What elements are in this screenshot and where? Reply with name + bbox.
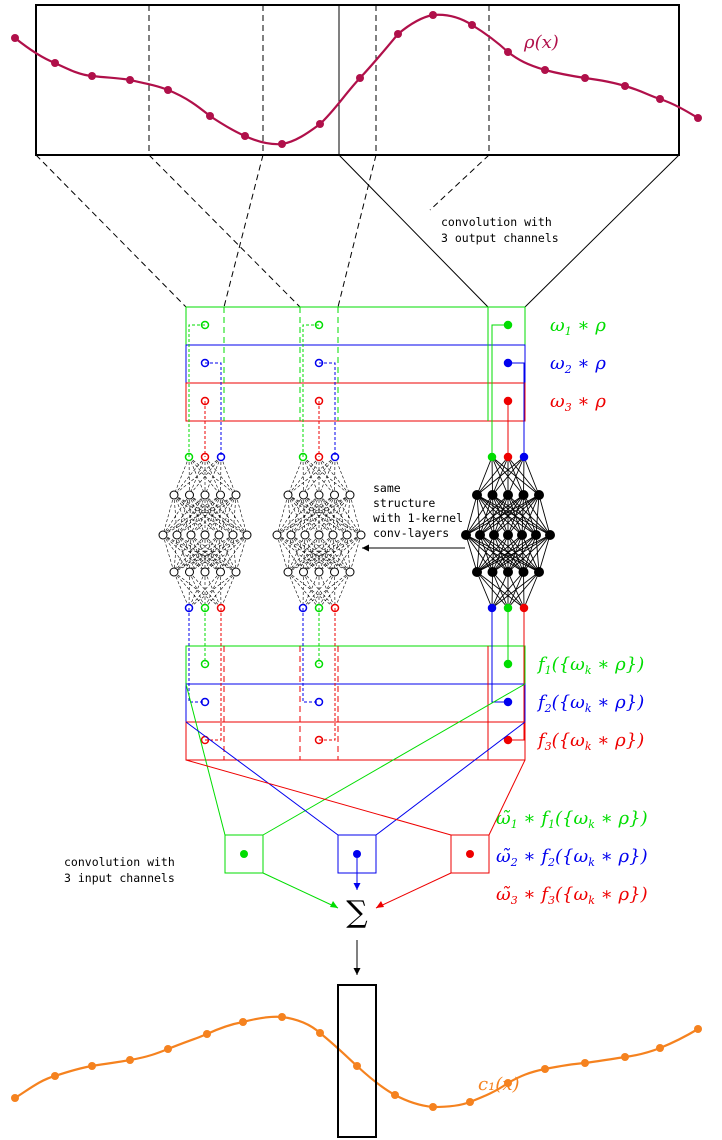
- feature-label-1: f1({ωk ∗ ρ}): [536, 654, 644, 677]
- projection-lines: [35, 154, 680, 308]
- shared-note-line-4: conv-layers: [373, 526, 449, 540]
- feature-labels: f1({ωk ∗ ρ}) f2({ωk ∗ ρ}) f3({ωk ∗ ρ}): [536, 654, 644, 753]
- output-samples: [11, 1013, 702, 1111]
- input-panel: ρ(x): [11, 4, 702, 156]
- shared-note-line-2: structure: [373, 496, 435, 510]
- output-kernels: [224, 834, 490, 874]
- fan-in-lines: [185, 683, 526, 836]
- out-label-2: ω̃2 ∗ f2({ωk ∗ ρ}): [496, 846, 648, 869]
- conv-out-note-line-2: 3 output channels: [441, 231, 559, 245]
- input-channel-stack: [185, 306, 526, 422]
- kernel-box-1: [224, 834, 264, 874]
- conv-out-note-line-1: convolution with: [441, 215, 552, 229]
- feature-channel-stack: [185, 645, 526, 761]
- omega-labels: ω1 ∗ ρ ω2 ∗ ρ ω3 ∗ ρ: [550, 315, 606, 414]
- sum-symbol: ∑: [346, 895, 368, 930]
- channel-band-1: [185, 306, 526, 346]
- output-position-box: [337, 984, 377, 1138]
- per-position-networks: [158, 320, 555, 745]
- feature-band-2: [185, 683, 526, 723]
- network-middle: [272, 320, 366, 745]
- output-curve: [14, 1015, 699, 1109]
- output-panel: c₁(x): [11, 984, 702, 1138]
- omega-label-3: ω3 ∗ ρ: [550, 391, 606, 414]
- feature-band-1: [185, 645, 526, 685]
- feature-band-3: [185, 721, 526, 761]
- feature-label-2: f2({ωk ∗ ρ}): [536, 692, 644, 715]
- output-function-label: c₁(x): [478, 1074, 520, 1095]
- feature-label-3: f3({ωk ∗ ρ}): [536, 730, 644, 753]
- shared-note-line-3: with 1-kernel: [373, 511, 463, 525]
- network-left: [158, 320, 252, 745]
- shared-note-line-1: same: [373, 481, 401, 495]
- summation-arrows: [262, 858, 452, 909]
- sum-to-output-arrow: [353, 940, 361, 975]
- channel-band-2: [185, 344, 526, 384]
- input-density-samples: [11, 11, 702, 148]
- shared-note-arrow: [362, 544, 465, 552]
- network-right: [461, 320, 555, 745]
- input-function-label: ρ(x): [523, 32, 559, 53]
- out-label-1: ω̃1 ∗ f1({ωk ∗ ρ}): [496, 808, 648, 831]
- input-domain-box: [35, 4, 680, 156]
- conv-in-note-line-1: convolution with: [64, 855, 175, 869]
- channel-band-3: [185, 382, 526, 422]
- output-kernel-labels: ω̃1 ∗ f1({ωk ∗ ρ}) ω̃2 ∗ f2({ωk ∗ ρ}) ω̃…: [496, 808, 648, 907]
- kernel-box-3: [450, 834, 490, 874]
- omega-label-2: ω2 ∗ ρ: [550, 353, 606, 376]
- omega-label-1: ω1 ∗ ρ: [550, 315, 606, 338]
- conv-in-note-line-2: 3 input channels: [64, 871, 175, 885]
- out-label-3: ω̃3 ∗ f3({ωk ∗ ρ}): [496, 884, 648, 907]
